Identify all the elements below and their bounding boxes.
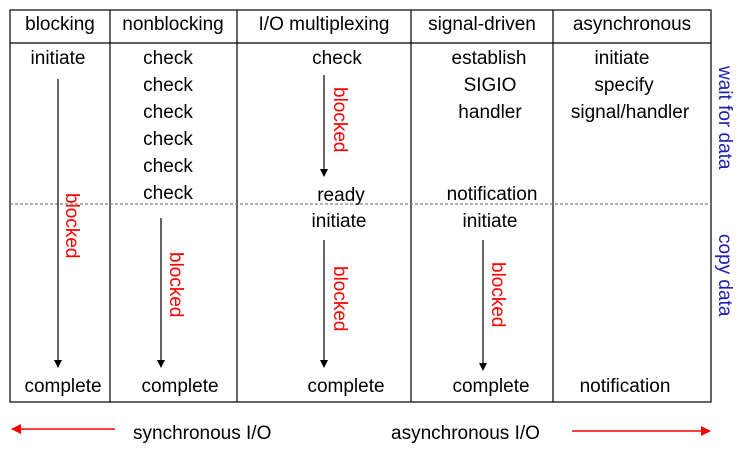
- nonblocking-check: check: [143, 75, 193, 96]
- nonblocking-check: check: [143, 48, 193, 69]
- nonblocking-check: check: [143, 183, 193, 204]
- sig-establish: establish: [451, 48, 527, 69]
- async-specify: specify: [594, 75, 654, 96]
- asynchronous-io-label: asynchronous I/O: [391, 423, 540, 444]
- nonblocking-check: check: [143, 102, 193, 123]
- column-header-signal-driven: signal-driven: [428, 14, 536, 35]
- column-header-asynchronous: asynchronous: [572, 14, 692, 35]
- mux-complete: complete: [307, 376, 385, 397]
- nonblocking-complete: complete: [141, 376, 219, 397]
- mux-blocked-copy-label: blocked: [329, 266, 350, 332]
- mux-initiate: initiate: [311, 211, 367, 232]
- nonblocking-blocked-label: blocked: [165, 252, 186, 318]
- table-border: [9, 9, 712, 403]
- column-header-blocking: blocking: [25, 14, 95, 35]
- column-header-nonblocking: nonblocking: [122, 14, 224, 35]
- blocking-initiate: initiate: [30, 48, 86, 69]
- phase-label-copy-data: copy data: [714, 234, 735, 317]
- async-initiate: initiate: [594, 48, 650, 69]
- blocking-complete: complete: [24, 376, 102, 397]
- async-notification: notification: [579, 376, 671, 397]
- sig-sigio: SIGIO: [463, 75, 517, 96]
- phase-label-wait-for-data: wait for data: [714, 66, 735, 170]
- sig-notification: notification: [446, 184, 538, 205]
- sig-initiate: initiate: [462, 211, 518, 232]
- mux-blocked-wait-label: blocked: [329, 87, 350, 153]
- sig-blocked-label: blocked: [487, 262, 508, 328]
- synchronous-io-label: synchronous I/O: [133, 423, 272, 444]
- mux-check: check: [312, 48, 362, 69]
- column-header-io-multiplexing: I/O multiplexing: [258, 14, 390, 35]
- async-signal-handler: signal/handler: [570, 102, 690, 123]
- blocking-blocked-label: blocked: [61, 193, 82, 259]
- nonblocking-check: check: [143, 129, 193, 150]
- mux-ready: ready: [317, 185, 365, 206]
- nonblocking-check: check: [143, 156, 193, 177]
- sig-handler: handler: [458, 102, 522, 123]
- sig-complete: complete: [452, 376, 530, 397]
